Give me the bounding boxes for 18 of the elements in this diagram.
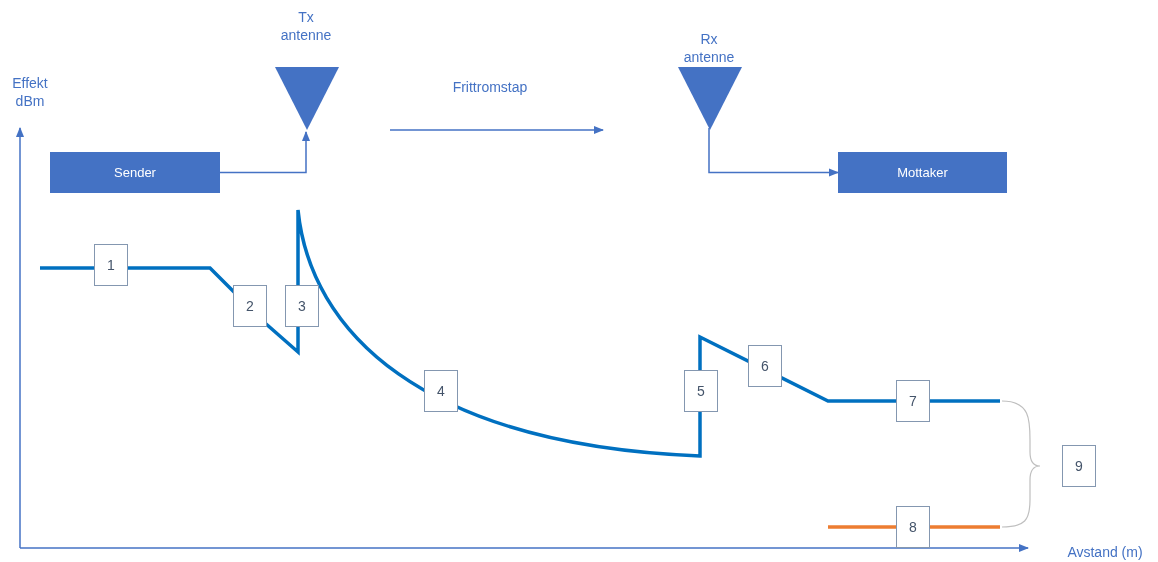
antenna-label: Tx antenne bbox=[279, 8, 333, 44]
process-box: Mottaker bbox=[838, 152, 1007, 193]
process-box: Sender bbox=[50, 152, 220, 193]
arrow bbox=[219, 130, 311, 174]
callout-number: 8 bbox=[896, 506, 930, 548]
arrow bbox=[708, 127, 840, 177]
callout-number: 3 bbox=[285, 285, 319, 327]
axis-title: Effekt dBm bbox=[11, 74, 49, 110]
callout-number: 1 bbox=[94, 244, 128, 286]
callout-number: 6 bbox=[748, 345, 782, 387]
callout-number: 7 bbox=[896, 380, 930, 422]
callout-number: 4 bbox=[424, 370, 458, 412]
antenna-label: Rx antenne bbox=[682, 30, 736, 66]
callout-number: 5 bbox=[684, 370, 718, 412]
annotation-label: Frittromstap bbox=[451, 78, 529, 96]
callout-number: 9 bbox=[1062, 445, 1096, 487]
callout-number: 2 bbox=[233, 285, 267, 327]
axis-title: Avstand (m) bbox=[1066, 543, 1144, 561]
